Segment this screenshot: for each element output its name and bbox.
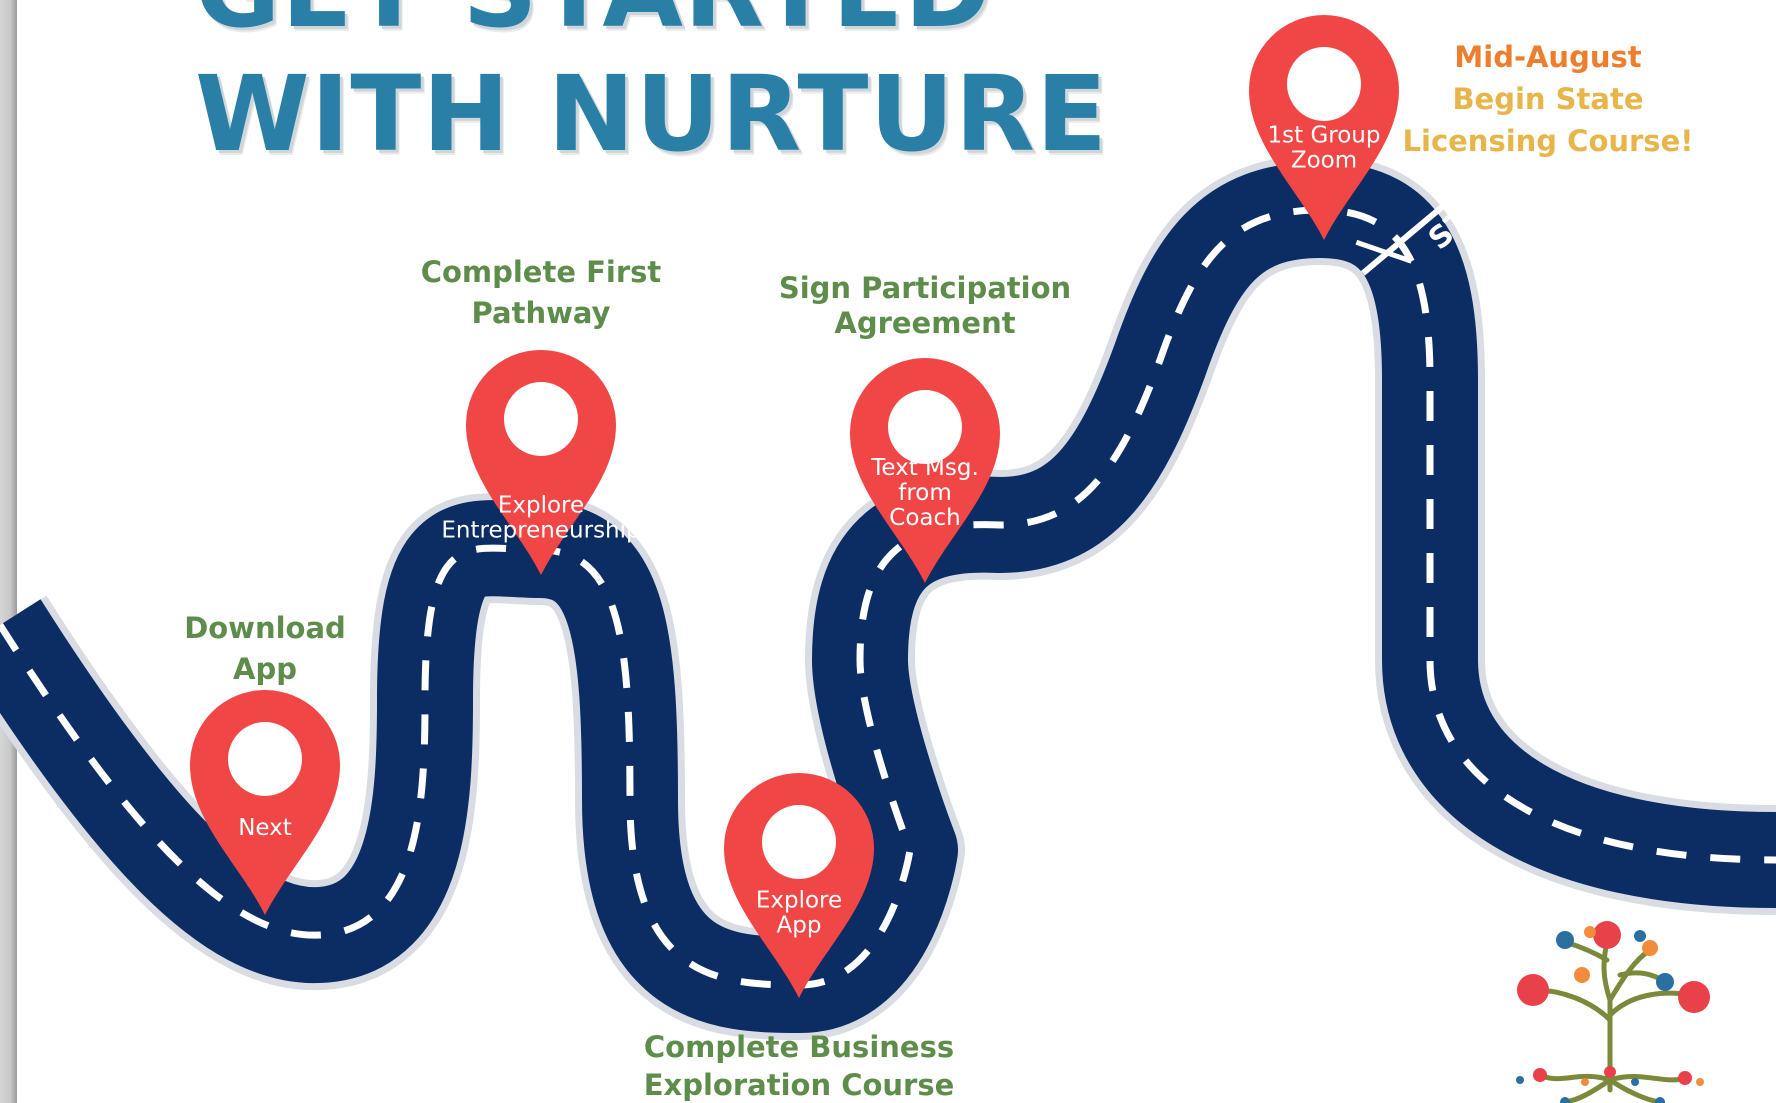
caption-first-pathway-line2: Pathway <box>472 296 611 330</box>
caption-first-pathway-line1: Complete First <box>421 255 662 289</box>
caption-download-line1: Download <box>184 611 346 645</box>
mid-august-line3: Licensing Course! <box>1403 124 1694 158</box>
caption-participation-line1: Sign Participation <box>779 271 1071 305</box>
pin-text-explore-app: Explore <box>756 888 842 914</box>
title-line-2: WITH NURTURE <box>195 53 1109 175</box>
caption-download-line2: App <box>233 652 297 686</box>
tree-logo-icon <box>1516 921 1710 1103</box>
caption-business-line2: Exploration Course <box>644 1068 955 1102</box>
mid-august-line2: Begin State <box>1452 82 1643 116</box>
pin-text-participation: Coach <box>889 505 960 531</box>
map-pin-icon-download: Next <box>190 690 340 915</box>
mid-august-line1: Mid-August <box>1454 40 1641 74</box>
pin-text-group-zoom: Zoom <box>1291 148 1357 174</box>
page-shadow-edge <box>0 0 17 1103</box>
pin-text-group-zoom: 1st Group <box>1268 123 1381 149</box>
pin-text-explore-app: App <box>777 913 822 939</box>
pin-text-download: Next <box>238 815 292 841</box>
caption-business-line1: Complete Business <box>644 1030 954 1064</box>
pin-text-first-pathway: Entrepreneurship <box>441 518 640 544</box>
title-line-1: GET STARTED <box>195 0 995 42</box>
caption-participation-line2: Agreement <box>834 306 1015 340</box>
pin-text-participation: from <box>898 480 952 506</box>
road <box>0 155 1776 1040</box>
pin-text-participation: Text Msg. <box>870 455 979 481</box>
pin-text-first-pathway: Explore <box>498 493 584 519</box>
road-center-line <box>0 206 1776 989</box>
